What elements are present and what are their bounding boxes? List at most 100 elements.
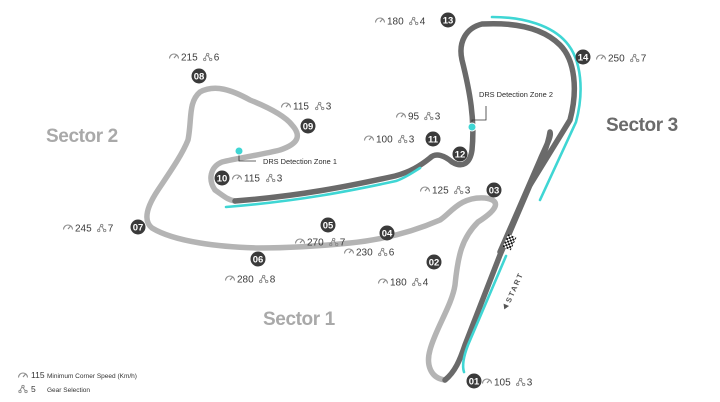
start-marker: START xyxy=(503,271,525,310)
corner-number: 06 xyxy=(253,254,264,265)
corner-number: 04 xyxy=(382,228,393,239)
gear-icon xyxy=(424,111,434,121)
corner-gear: 3 xyxy=(409,135,415,146)
corner-number: 12 xyxy=(455,149,466,160)
gear-icon xyxy=(266,173,276,183)
corner-gear: 4 xyxy=(420,17,426,28)
corner-badge xyxy=(214,170,230,186)
gear-icon xyxy=(454,185,464,195)
corner-badge xyxy=(300,118,316,134)
drs-zone-straight-1 xyxy=(224,166,422,209)
speed-icon xyxy=(481,378,493,385)
corner-gear: 6 xyxy=(214,53,220,64)
speed-icon xyxy=(377,278,389,285)
corner-badge xyxy=(440,12,456,28)
corner-badge xyxy=(575,49,591,65)
corner-badge xyxy=(486,182,502,198)
corner-gear: 8 xyxy=(270,275,276,286)
corner-speed: 245 xyxy=(75,224,92,235)
corner-14: 14 250 7 xyxy=(575,49,647,65)
speed-icon xyxy=(168,53,180,60)
corner-gear: 7 xyxy=(340,238,346,249)
speed-icon xyxy=(294,238,306,245)
corner-gear: 6 xyxy=(389,248,395,259)
corner-01: 01 105 3 xyxy=(466,373,533,389)
corner-speed: 100 xyxy=(376,135,393,146)
corner-number: 08 xyxy=(194,71,205,82)
corner-speed: 215 xyxy=(181,53,198,64)
corner-03: 03 125 3 xyxy=(419,182,502,198)
track-sector-1-2 xyxy=(144,85,499,383)
track-sector-3-upper xyxy=(232,20,578,204)
gear-icon xyxy=(203,52,213,62)
corner-gear: 7 xyxy=(641,54,647,65)
finish-line xyxy=(502,233,517,251)
speed-icon xyxy=(231,174,243,181)
gear-icon xyxy=(97,223,107,233)
corner-number: 05 xyxy=(323,220,334,231)
corner-number: 02 xyxy=(429,257,440,268)
gear-icon xyxy=(409,16,419,26)
gear-icon xyxy=(378,247,388,257)
gear-icon xyxy=(259,274,269,284)
gear-icon xyxy=(18,384,28,394)
corner-number: 14 xyxy=(578,52,589,63)
drs-zone-1-label: DRS Detection Zone 1 xyxy=(263,157,337,166)
corner-gear: 3 xyxy=(465,186,471,197)
corner-gear: 3 xyxy=(527,378,533,389)
drs-zone-2-label: DRS Detection Zone 2 xyxy=(479,90,553,99)
gear-icon xyxy=(398,134,408,144)
corner-speed: 270 xyxy=(307,238,324,249)
drs-detection-1: DRS Detection Zone 1 xyxy=(234,146,337,166)
speed-icon xyxy=(280,102,292,109)
corner-badge xyxy=(466,373,482,389)
corner-badge xyxy=(425,131,441,147)
corner-badge xyxy=(320,217,336,233)
corner-badge xyxy=(130,219,146,235)
sector-1-label: Sector 1 xyxy=(263,309,336,330)
speed-icon xyxy=(595,54,607,61)
corner-number: 11 xyxy=(428,134,439,145)
speed-icon xyxy=(224,275,236,282)
track-sector-3 xyxy=(442,129,554,383)
speed-icon xyxy=(363,135,375,142)
gear-icon xyxy=(315,101,325,111)
legend-gear-label: Gear Selection xyxy=(47,387,90,394)
corner-speed: 125 xyxy=(432,186,449,197)
corner-speed: 115 xyxy=(244,174,260,185)
corner-badge xyxy=(250,251,266,267)
corner-speed: 230 xyxy=(356,248,373,259)
corner-badge xyxy=(452,146,468,162)
legend-speed-label: Minimum Corner Speed (Km/h) xyxy=(47,373,137,380)
sector-2-label: Sector 2 xyxy=(46,126,118,147)
speed-icon xyxy=(62,224,74,231)
corner-speed: 250 xyxy=(608,54,625,65)
corner-badge xyxy=(426,254,442,270)
corner-badge xyxy=(191,68,207,84)
gear-icon xyxy=(630,53,640,63)
speed-icon xyxy=(395,112,407,119)
corner-number: 10 xyxy=(217,173,228,184)
corner-08: 08 215 6 xyxy=(168,52,220,84)
speed-icon xyxy=(374,17,386,24)
speed-icon xyxy=(343,248,355,255)
corner-gear: 3 xyxy=(435,112,441,123)
legend: 115 Minimum Corner Speed (Km/h) 5 Gear S… xyxy=(17,370,137,394)
corner-number: 01 xyxy=(469,376,480,387)
legend-speed-value: 115 xyxy=(31,370,45,380)
corner-06: 06 280 8 xyxy=(224,251,276,286)
drs-zone-straight-2 xyxy=(490,15,582,202)
corner-speed: 280 xyxy=(237,275,254,286)
corner-speed: 105 xyxy=(494,378,511,389)
corner-number: 03 xyxy=(489,185,500,196)
corner-speed: 180 xyxy=(387,17,404,28)
corner-number: 09 xyxy=(303,121,314,132)
corner-badge xyxy=(379,225,395,241)
